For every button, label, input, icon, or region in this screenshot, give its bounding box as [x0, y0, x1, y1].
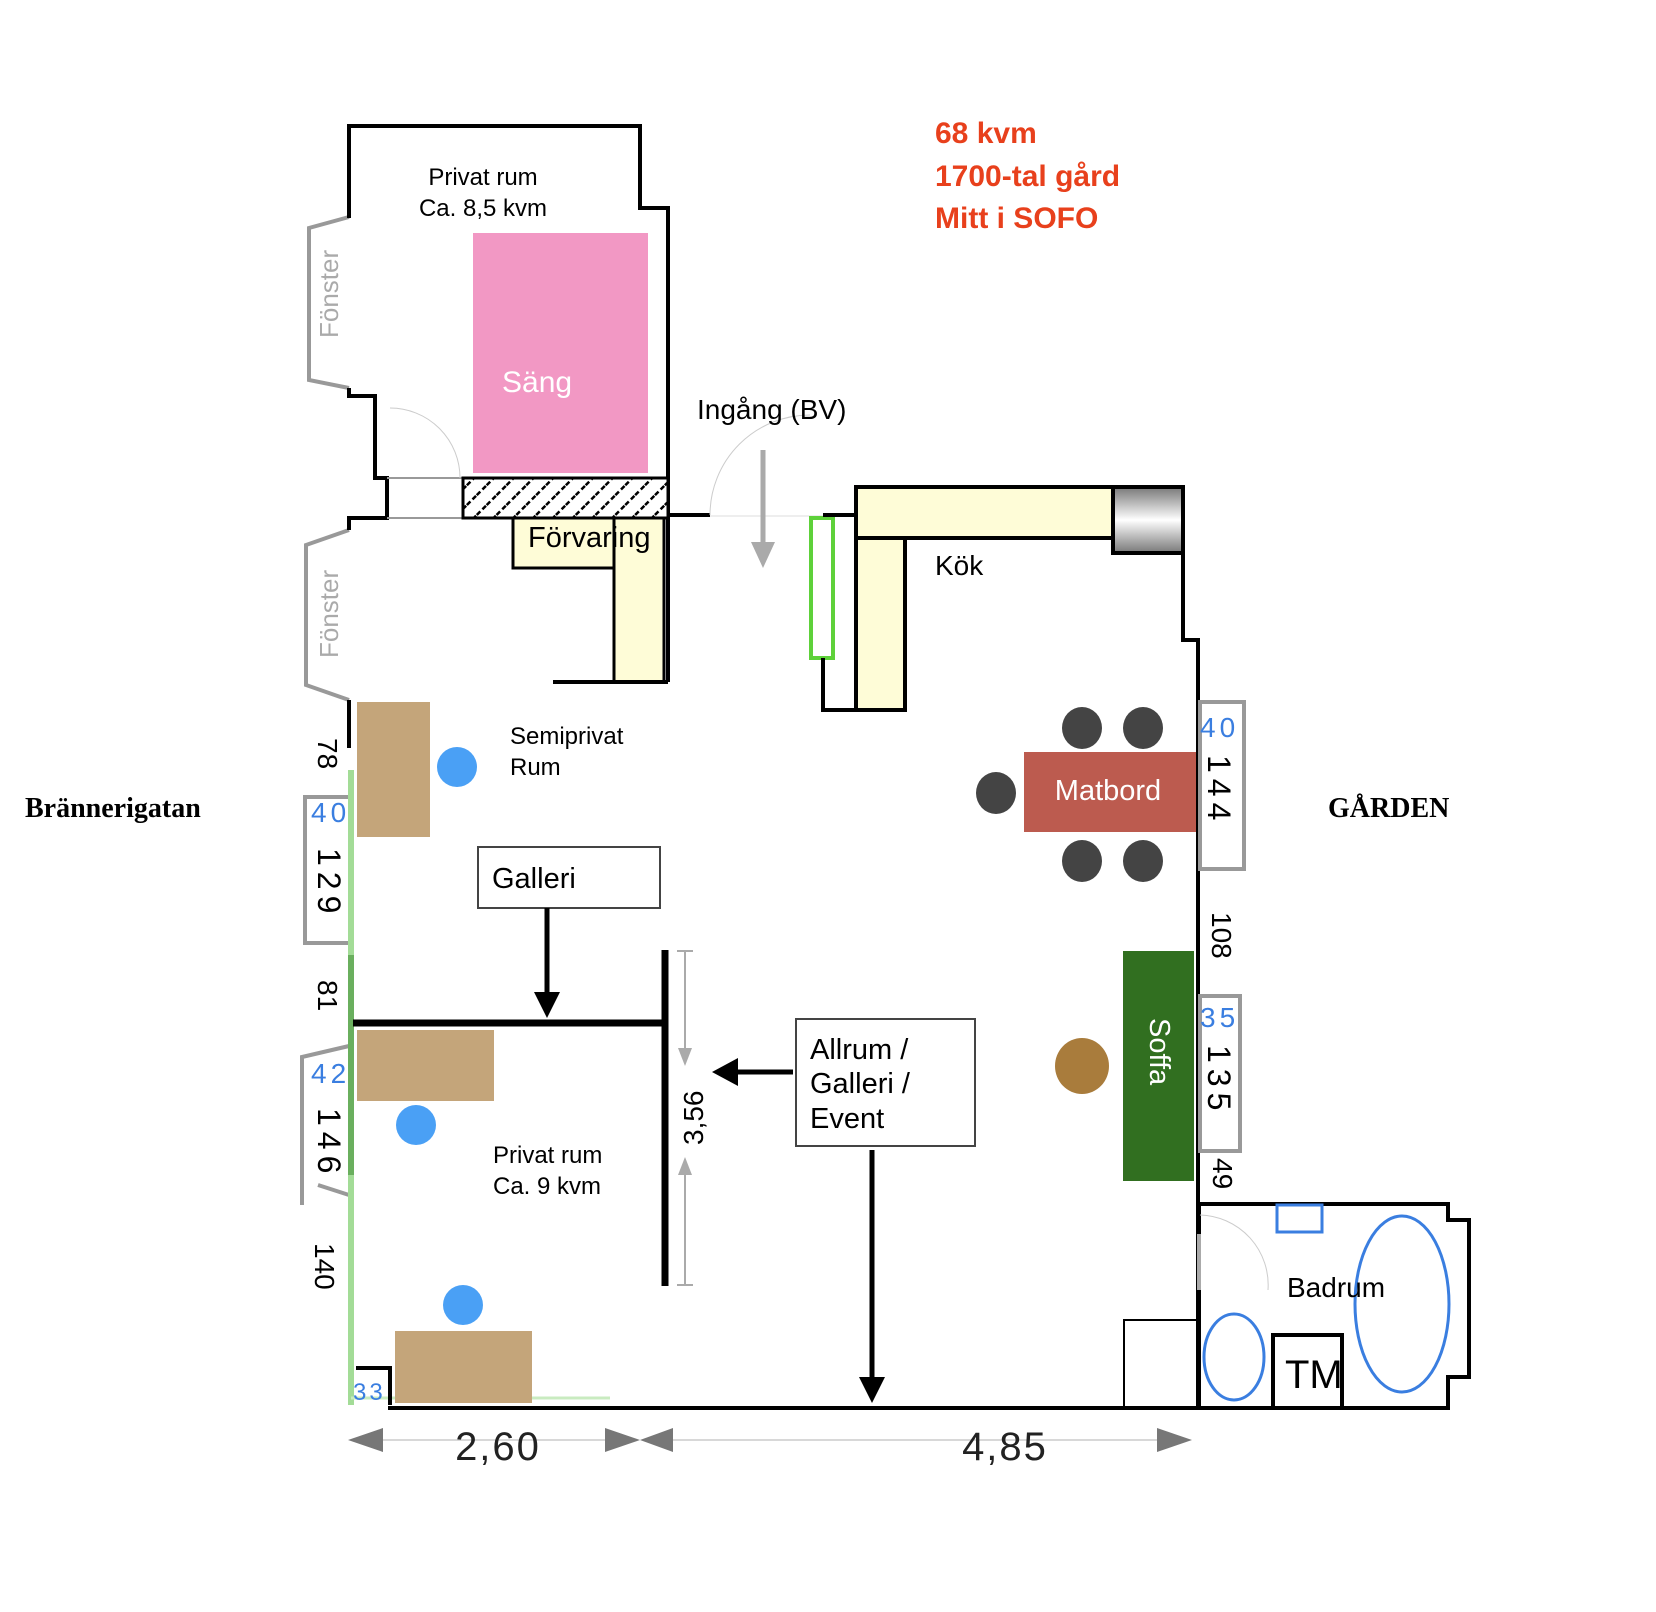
dim-label-blue: 40	[1200, 712, 1239, 743]
wall-bathroom	[1199, 1202, 1471, 1410]
allrum-callout-line: Galleri /	[810, 1068, 911, 1100]
allrum-arrow-left-icon	[712, 1058, 793, 1086]
gallery-callout	[477, 846, 661, 909]
headline-era: 1700-tal gård	[935, 160, 1120, 193]
cabinet	[1123, 1319, 1200, 1409]
kitchen-label: Kök	[935, 550, 984, 581]
dim-label: 81	[312, 980, 343, 1011]
window-top	[307, 215, 350, 390]
room-bottom-size: Ca. 9 kvm	[493, 1173, 601, 1200]
dim-label: 49	[1207, 1158, 1238, 1189]
chair	[1062, 707, 1102, 749]
dining-table	[1024, 752, 1196, 832]
arrow-right-icon	[1157, 1428, 1192, 1452]
allrum-callout	[795, 1018, 976, 1147]
arrow-right-icon	[605, 1428, 640, 1452]
sofa	[1123, 951, 1194, 1181]
headline: 68 kvm 1700-tal gård Mitt i SOFO	[935, 117, 1120, 235]
dim-label-blue: 35	[1200, 1002, 1239, 1033]
desk	[395, 1331, 532, 1403]
bed	[473, 233, 648, 473]
chair	[396, 1105, 436, 1145]
dim-label: 78	[312, 738, 343, 769]
bathroom-door-swing-icon	[1199, 1214, 1269, 1291]
wall-top-room-left	[347, 388, 389, 530]
sink	[1275, 1203, 1324, 1234]
headline-location: Mitt i SOFO	[935, 202, 1098, 235]
dim-label-blue: 42	[311, 1058, 350, 1089]
chair	[437, 747, 477, 787]
dining-chairs	[976, 707, 1163, 882]
window-middle	[304, 528, 350, 702]
bathtub	[1353, 1214, 1451, 1394]
kitchen-counter-side	[854, 536, 907, 712]
dim-label-blue: 40	[311, 797, 350, 828]
chair	[1062, 840, 1102, 882]
wall-corner	[356, 1366, 392, 1405]
dim-label: 140	[309, 1243, 340, 1290]
dining-table-label: Matbord	[1055, 775, 1161, 807]
storage-cabinet	[612, 516, 666, 684]
stove	[1111, 485, 1185, 555]
wall-length-label: 3,56	[678, 1091, 709, 1146]
left-dimensions: 78 40 129 81 42 146 140 33	[309, 738, 386, 1406]
dim-label-blue: 33	[353, 1379, 386, 1406]
allrum-callout-line: Allrum /	[810, 1034, 909, 1066]
sofa-label: Soffa	[1143, 1018, 1175, 1086]
arrow-left-icon	[348, 1428, 383, 1452]
window-semiprivate	[303, 795, 349, 945]
dim-label: 144	[1201, 755, 1237, 826]
window-right-bottom	[1198, 994, 1242, 1153]
hatched-wall	[461, 476, 670, 520]
bed-label: Säng	[502, 366, 572, 399]
chair	[976, 772, 1016, 814]
desk	[357, 702, 430, 837]
width-dimension-lines	[348, 1428, 1192, 1452]
bathroom-label: Badrum	[1287, 1272, 1385, 1303]
desk	[357, 1030, 494, 1101]
gallery-arrow-icon	[534, 908, 560, 1018]
window-private	[300, 1044, 350, 1205]
room-top-name: Privat rum	[428, 164, 537, 191]
width-left-label: 2,60	[455, 1425, 541, 1469]
gallery-callout-label: Galleri	[492, 863, 576, 895]
street-left-label: Brännerigatan	[25, 793, 201, 824]
coffee-table	[1055, 1038, 1109, 1094]
allrum-arrow-down-icon	[859, 1150, 885, 1403]
room-top-size: Ca. 8,5 kvm	[419, 195, 547, 222]
entrance-door-swing-icon	[709, 414, 811, 516]
chair	[1123, 840, 1163, 882]
dim-label: 108	[1206, 912, 1237, 959]
width-right-label: 4,85	[962, 1425, 1048, 1469]
kitchen-counter-top	[854, 485, 1115, 540]
dim-label: 135	[1201, 1045, 1237, 1116]
entrance-arrow-icon	[751, 450, 775, 568]
fridge	[809, 516, 835, 660]
door-swing-icon	[389, 407, 461, 479]
wall-top-room	[347, 124, 670, 682]
toilet	[1202, 1312, 1266, 1402]
room-semi-name: Semiprivat	[510, 723, 624, 750]
entrance-label: Ingång (BV)	[697, 394, 846, 425]
window-label: Fönster	[314, 570, 344, 658]
dim-label: 129	[311, 848, 347, 919]
arrow-left-icon	[640, 1428, 673, 1452]
chair	[1123, 707, 1163, 749]
right-dimensions: 40 144 108 35 135 49	[1200, 712, 1239, 1189]
storage-label: Förvaring	[528, 522, 651, 554]
street-right-label: GÅRDEN	[1328, 793, 1449, 824]
washing-machine-label: TM	[1285, 1353, 1343, 1397]
chair	[443, 1285, 483, 1325]
room-bottom-name: Privat rum	[493, 1142, 602, 1169]
dim-label: 146	[311, 1108, 347, 1179]
window-right-top	[1198, 700, 1246, 871]
headline-area: 68 kvm	[935, 117, 1037, 150]
dimension-line-356	[677, 950, 693, 1286]
room-semi-name2: Rum	[510, 754, 561, 781]
window-label: Fönster	[314, 250, 344, 338]
allrum-callout-line: Event	[810, 1103, 884, 1135]
